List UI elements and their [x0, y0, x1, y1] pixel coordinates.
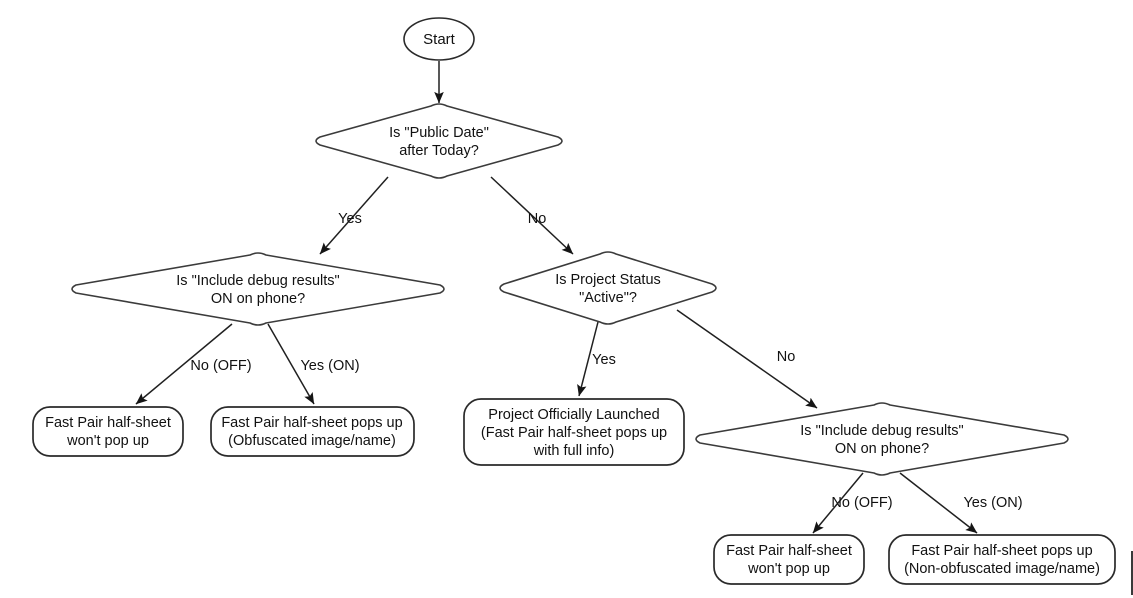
project-status-diamond-shape: [499, 251, 717, 325]
edge-label-debug-right-on: Yes (ON): [963, 495, 1022, 511]
edge-label-public-date-yes: Yes: [338, 211, 362, 227]
edge-debug-right-on: [899, 472, 978, 534]
node-outcome-officially-launched[interactable]: Project Officially Launched (Fast Pair h…: [463, 398, 685, 466]
edge-label-project-status-yes: Yes: [592, 352, 616, 368]
public-date-label-line1: Is "Public Date": [389, 125, 489, 141]
edge-label-debug-right-off: No (OFF): [831, 495, 892, 511]
edge-label-project-status-no: No: [777, 349, 796, 365]
debug-right-label-line1: Is "Include debug results": [800, 423, 963, 439]
outcome-right-off-line1: Fast Pair half-sheet: [726, 543, 852, 559]
outcome-launched-line2: (Fast Pair half-sheet pops up: [481, 425, 667, 441]
public-date-diamond-shape: [315, 103, 563, 179]
node-outcome-no-popup-right[interactable]: Fast Pair half-sheet won't pop up: [713, 534, 865, 585]
node-start[interactable]: Start: [403, 17, 475, 61]
outcome-non-obfuscated-shape: [888, 534, 1116, 585]
outcome-non-obfuscated-line2: (Non-obfuscated image/name): [904, 561, 1100, 577]
edge-debug-left-off: [135, 323, 233, 405]
outcome-launched-shape: [463, 398, 685, 466]
outcome-non-obfuscated-line1: Fast Pair half-sheet pops up: [911, 543, 1092, 559]
outcome-left-off-line2: won't pop up: [66, 433, 149, 449]
outcome-right-off-shape: [713, 534, 865, 585]
debug-left-label-line1: Is "Include debug results": [176, 273, 339, 289]
node-project-status-decision[interactable]: Is Project Status "Active"?: [499, 251, 717, 325]
node-public-date-decision[interactable]: Is "Public Date" after Today?: [315, 103, 563, 179]
node-outcome-no-popup-left[interactable]: Fast Pair half-sheet won't pop up: [32, 406, 184, 457]
start-ellipse-shape: [403, 17, 475, 61]
outcome-launched-line1: Project Officially Launched: [488, 407, 659, 423]
page-edge-artifact: [1131, 551, 1133, 595]
debug-left-label-line2: ON on phone?: [211, 291, 305, 307]
start-label: Start: [423, 31, 456, 48]
debug-left-diamond-shape: [71, 252, 445, 326]
project-status-label-line2: "Active"?: [579, 290, 637, 306]
edge-debug-right-off: [812, 472, 864, 534]
edge-public-date-yes: [319, 176, 389, 255]
node-outcome-non-obfuscated[interactable]: Fast Pair half-sheet pops up (Non-obfusc…: [888, 534, 1116, 585]
edge-group: Yes No No (OFF) Yes (ON) Yes No No (OFF)…: [135, 61, 1023, 534]
node-debug-results-decision-right[interactable]: Is "Include debug results" ON on phone?: [695, 402, 1069, 476]
debug-right-label-line2: ON on phone?: [835, 441, 929, 457]
edge-label-public-date-no: No: [528, 211, 547, 227]
edge-label-debug-left-on: Yes (ON): [300, 358, 359, 374]
edge-project-status-yes: [577, 321, 599, 397]
node-debug-results-decision-left[interactable]: Is "Include debug results" ON on phone?: [71, 252, 445, 326]
project-status-label-line1: Is Project Status: [555, 272, 661, 288]
outcome-left-off-line1: Fast Pair half-sheet: [45, 415, 171, 431]
public-date-label-line2: after Today?: [399, 143, 479, 159]
edge-debug-left-on: [267, 323, 315, 405]
edge-public-date-no: [490, 176, 574, 255]
outcome-launched-line3: with full info): [533, 443, 615, 459]
outcome-obfuscated-line2: (Obfuscated image/name): [228, 433, 396, 449]
outcome-obfuscated-line1: Fast Pair half-sheet pops up: [221, 415, 402, 431]
debug-right-diamond-shape: [695, 402, 1069, 476]
edge-project-status-no: [676, 309, 818, 409]
outcome-right-off-line2: won't pop up: [747, 561, 830, 577]
edge-label-debug-left-off: No (OFF): [190, 358, 251, 374]
outcome-obfuscated-shape: [210, 406, 415, 457]
outcome-left-off-shape: [32, 406, 184, 457]
node-outcome-obfuscated[interactable]: Fast Pair half-sheet pops up (Obfuscated…: [210, 406, 415, 457]
